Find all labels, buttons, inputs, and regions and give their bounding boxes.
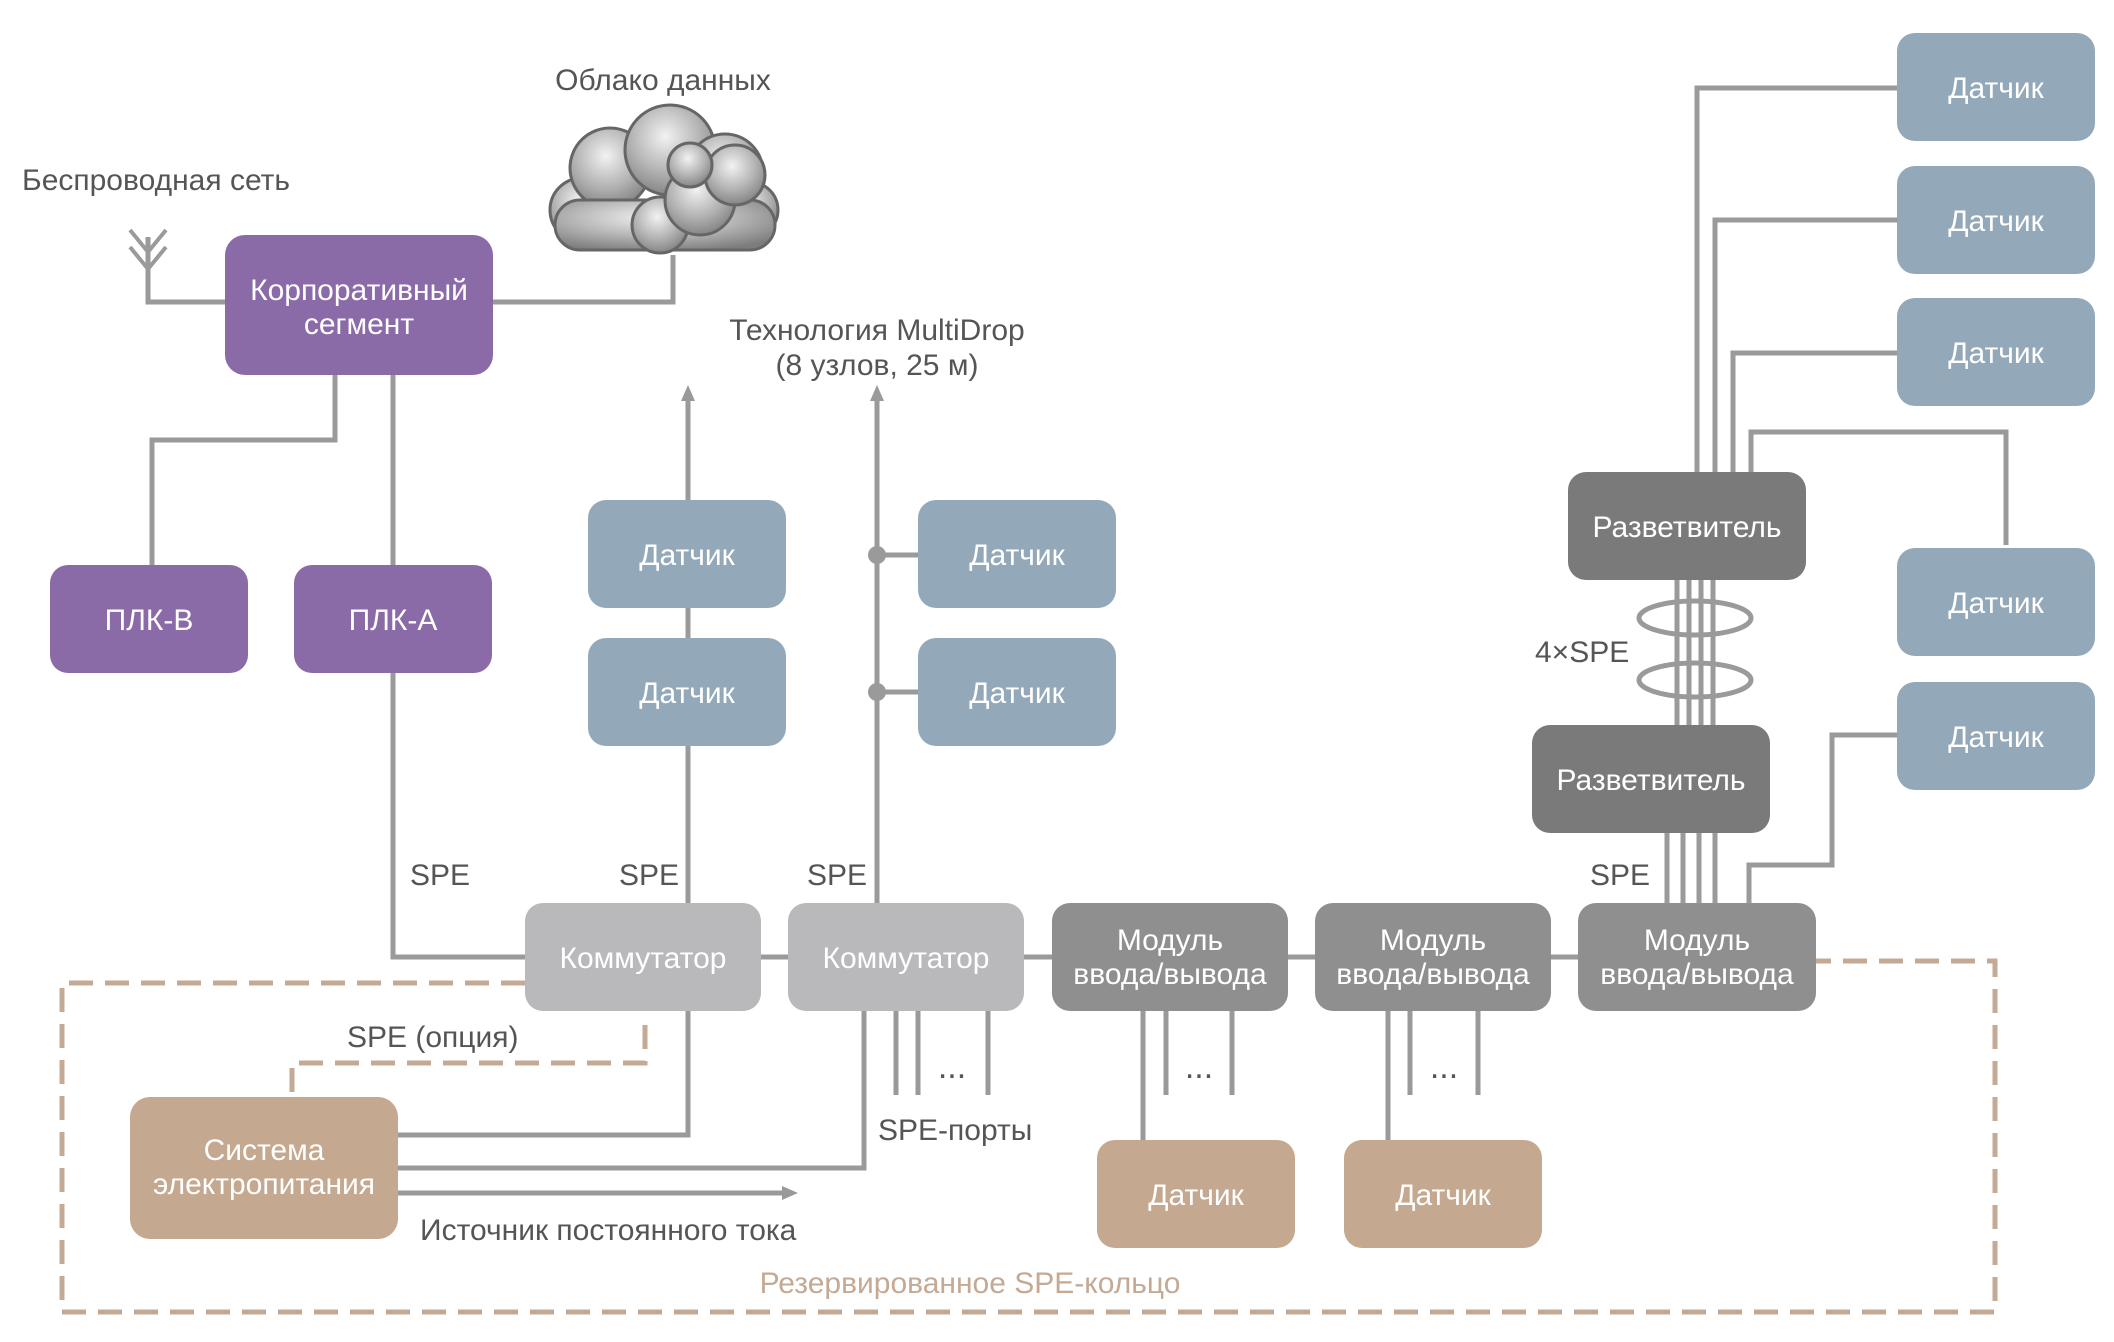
power-system-node: Система электропитания [130, 1097, 398, 1239]
power-label-1: Система [204, 1134, 325, 1167]
sensor-label: Датчик [1948, 587, 2044, 620]
junction-dot [868, 683, 886, 701]
plc-b-label: ПЛК-В [105, 604, 194, 637]
io-module-node: Модуль ввода/вывода [1315, 903, 1551, 1011]
sensor-label: Датчик [1948, 205, 2044, 238]
spe-4x-label: 4×SPE [1535, 636, 1629, 669]
spe-label-plca: SPE [410, 859, 470, 892]
ellipsis-io1: ... [1185, 1048, 1213, 1086]
sensor-label: Датчик [1948, 721, 2044, 754]
plca-switch-line [390, 672, 525, 960]
splitter-label: Разветвитель [1556, 764, 1745, 797]
corporate-label-1: Корпоративный [250, 274, 468, 307]
switch-label: Коммутатор [823, 942, 990, 975]
io-module-node: Модуль ввода/вывода [1578, 903, 1816, 1011]
plc-a-node: ПЛК-А [294, 565, 492, 673]
splitter-label: Разветвитель [1592, 511, 1781, 544]
plc-a-label: ПЛК-А [349, 604, 438, 637]
dc-source-label: Источник постоянного тока [420, 1214, 797, 1247]
switch-label: Коммутатор [560, 942, 727, 975]
switch2-power-line [398, 1010, 867, 1171]
sensor-node: Датчик [1344, 1140, 1542, 1248]
sensor-node: Датчик [1897, 298, 2095, 406]
junction-dot [868, 546, 886, 564]
splitter-node: Разветвитель [1568, 472, 1806, 580]
io-label-2: ввода/вывода [1073, 958, 1267, 991]
sensor-label: Датчик [1148, 1179, 1244, 1212]
spe-label-io3: SPE [1590, 859, 1650, 892]
corporate-label-2: сегмент [304, 308, 415, 341]
sensor-label: Датчик [1395, 1179, 1491, 1212]
corporate-segment-node: Корпоративный сегмент [225, 235, 493, 375]
io-module-node: Модуль ввода/вывода [1052, 903, 1288, 1011]
switch-node: Коммутатор [788, 903, 1024, 1011]
splitter-node: Разветвитель [1532, 725, 1770, 833]
spe-ports-label: SPE-порты [878, 1114, 1032, 1147]
cloud-icon [548, 103, 780, 255]
sensor-node: Датчик [1897, 682, 2095, 790]
sensor-label: Датчик [1948, 337, 2044, 370]
sensor-label: Датчик [639, 677, 735, 710]
antenna-line [145, 237, 228, 305]
plc-b-node: ПЛК-В [50, 565, 248, 673]
sensor-node: Датчик [588, 500, 786, 608]
io-label-2: ввода/вывода [1336, 958, 1530, 991]
sensor-label: Датчик [969, 539, 1065, 572]
ellipsis-io2: ... [1430, 1048, 1458, 1086]
cloud-label: Облако данных [555, 64, 771, 97]
sensor-label: Датчик [969, 677, 1065, 710]
ellipsis-switch2: ... [938, 1048, 966, 1086]
multidrop-sublabel: (8 узлов, 25 м) [776, 349, 979, 382]
sensor-node: Датчик [918, 638, 1116, 746]
io-label-1: Модуль [1380, 924, 1486, 957]
switch-node: Коммутатор [525, 903, 761, 1011]
multidrop-label: Технология MultiDrop [729, 314, 1024, 347]
switch1-power-line [398, 1010, 691, 1138]
sensor-label: Датчик [639, 539, 735, 572]
sensor-node: Датчик [1097, 1140, 1295, 1248]
spe-label-switch1: SPE [619, 859, 679, 892]
sensor-node: Датчик [1897, 33, 2095, 141]
redundant-ring-line [59, 958, 1998, 1315]
spe-label-switch2: SPE [807, 859, 867, 892]
corporate-cloud-line [492, 255, 676, 305]
sensor-node: Датчик [1897, 548, 2095, 656]
io-label-2: ввода/вывода [1600, 958, 1794, 991]
corporate-plcb-line [149, 375, 338, 567]
spe-option-line [289, 1025, 648, 1100]
sensor-node: Датчик [588, 638, 786, 746]
sensor-node: Датчик [1897, 166, 2095, 274]
io-label-1: Модуль [1117, 924, 1223, 957]
spe-ports-lines [893, 1010, 991, 1095]
sensor-label: Датчик [1948, 72, 2044, 105]
io-label-1: Модуль [1644, 924, 1750, 957]
ring-label: Резервированное SPE-кольцо [760, 1267, 1181, 1300]
wireless-label: Беспроводная сеть [22, 164, 290, 197]
power-label-2: электропитания [153, 1168, 375, 1201]
sensor-node: Датчик [918, 500, 1116, 608]
spe-option-label: SPE (опция) [347, 1021, 518, 1054]
